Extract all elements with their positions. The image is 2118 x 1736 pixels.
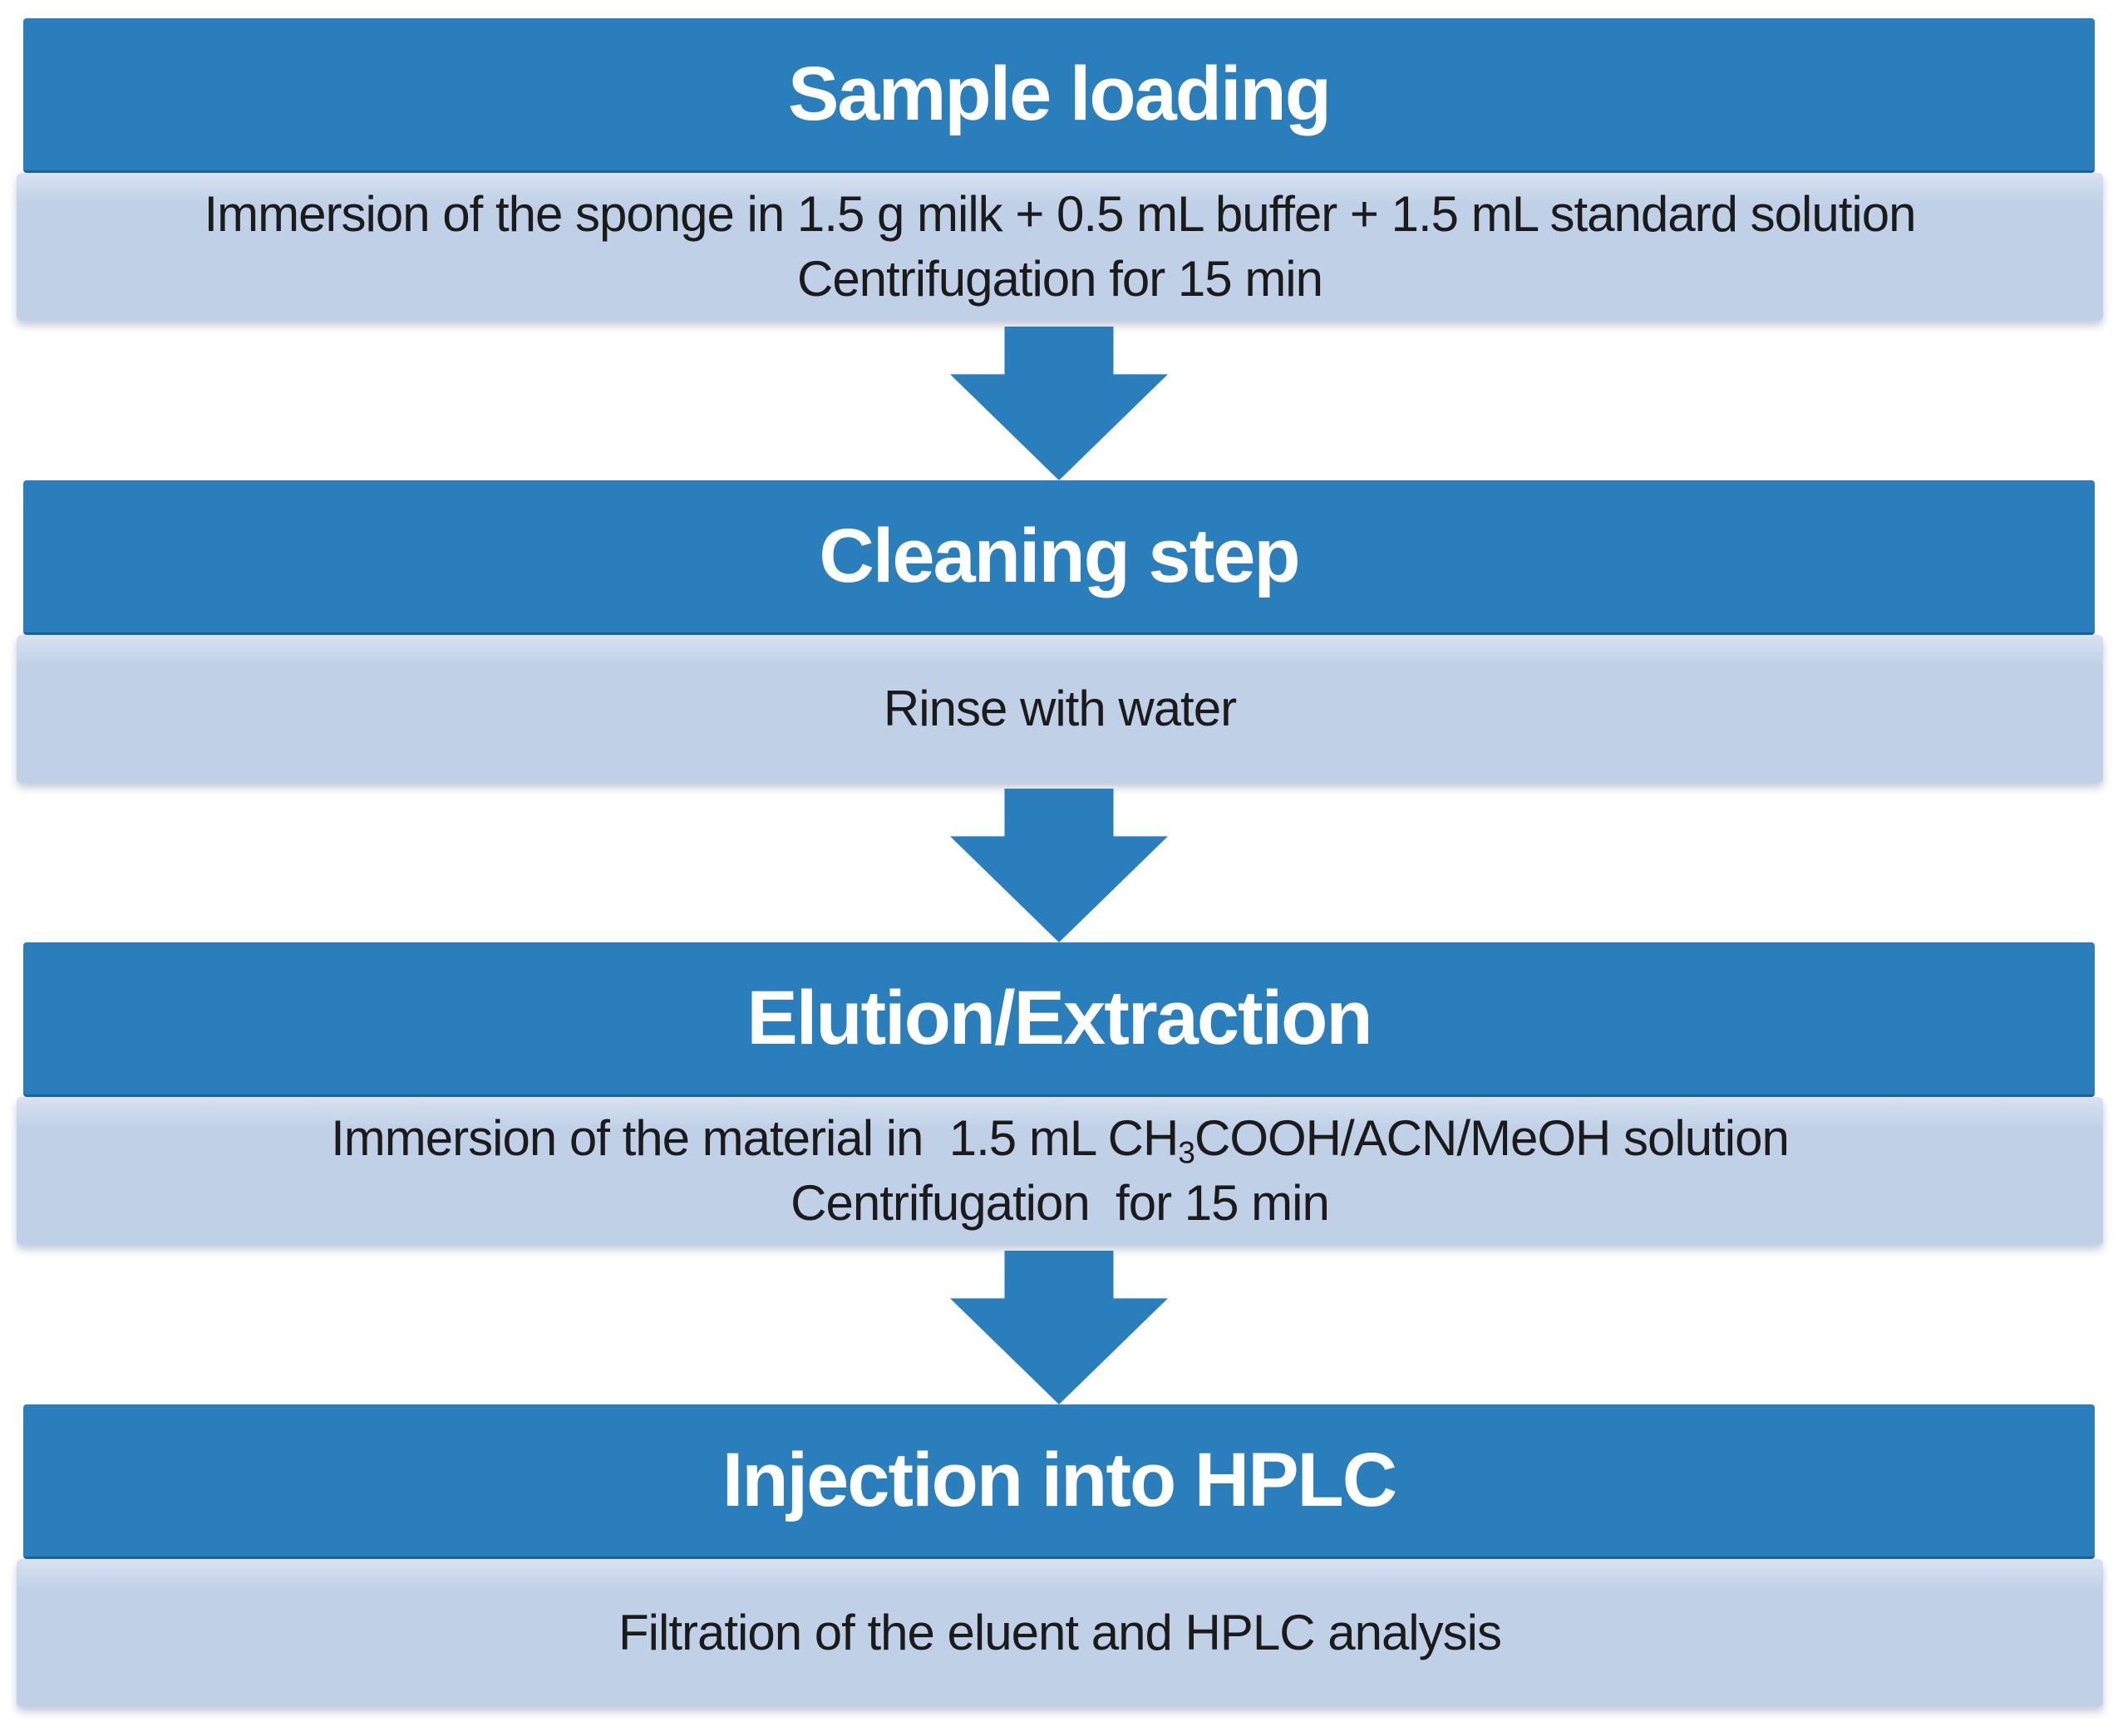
step-elution-extraction: Elution/Extraction Immersion of the mate… xyxy=(0,942,2118,1245)
step-body-cleaning: Rinse with water xyxy=(17,635,2103,783)
down-arrow-icon xyxy=(950,1251,1168,1404)
down-arrow-icon xyxy=(950,789,1168,942)
step-body-line: Centrifugation for 15 min xyxy=(791,1175,1330,1231)
step-header-cleaning: Cleaning step xyxy=(23,480,2095,635)
chem-formula-post: COOH/ACN/MeOH solution xyxy=(1194,1110,1790,1166)
step-body-line: Immersion of the sponge in 1.5 g milk + … xyxy=(204,186,1917,242)
step-cleaning: Cleaning step Rinse with water xyxy=(0,480,2118,783)
step-body-line: Rinse with water xyxy=(883,681,1237,736)
step-body-line: Filtration of the eluent and HPLC analys… xyxy=(618,1605,1502,1660)
chem-formula-pre: Immersion of the material in 1.5 mL CH xyxy=(331,1110,1179,1166)
step-header-sample-loading: Sample loading xyxy=(23,18,2095,173)
step-sample-loading: Sample loading Immersion of the sponge i… xyxy=(0,18,2118,321)
step-body-line: Centrifugation for 15 min xyxy=(796,251,1323,307)
step-injection-hplc: Injection into HPLC Filtration of the el… xyxy=(0,1404,2118,1707)
connector-row xyxy=(0,321,2118,480)
down-arrow-icon xyxy=(950,327,1168,480)
connector-row xyxy=(0,1245,2118,1404)
step-body-line: Immersion of the material in 1.5 mL CH3C… xyxy=(331,1106,1790,1171)
connector-row xyxy=(0,783,2118,942)
step-title: Sample loading xyxy=(788,52,1332,136)
step-header-elution-extraction: Elution/Extraction xyxy=(23,942,2095,1097)
step-header-injection-hplc: Injection into HPLC xyxy=(23,1404,2095,1559)
step-title: Elution/Extraction xyxy=(746,976,1372,1060)
step-title: Injection into HPLC xyxy=(722,1438,1397,1522)
step-body-injection-hplc: Filtration of the eluent and HPLC analys… xyxy=(17,1559,2103,1707)
step-title: Cleaning step xyxy=(819,514,1300,598)
step-body-elution-extraction: Immersion of the material in 1.5 mL CH3C… xyxy=(17,1097,2103,1245)
step-body-sample-loading: Immersion of the sponge in 1.5 g milk + … xyxy=(17,173,2103,321)
chem-subscript: 3 xyxy=(1178,1134,1195,1170)
